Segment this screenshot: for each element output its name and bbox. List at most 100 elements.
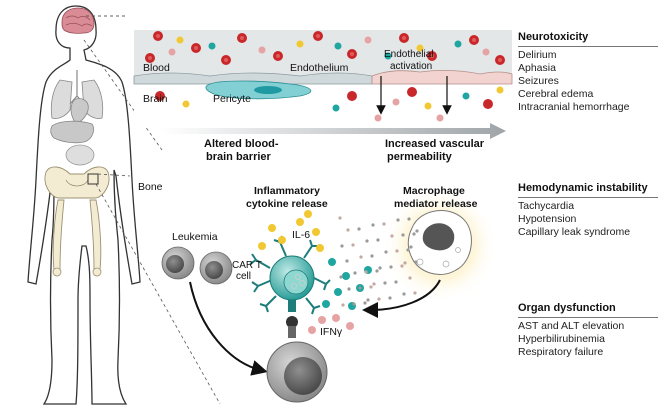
mediator-dot <box>394 280 398 284</box>
mediator-dot <box>383 281 387 285</box>
leaked-particle <box>483 99 493 109</box>
cytokine-particle <box>454 40 462 48</box>
mediator-dot <box>366 298 370 302</box>
red-blood-cell-center <box>472 38 476 42</box>
mediator-dot <box>384 250 388 254</box>
endothelium-layer <box>133 72 373 85</box>
label-macrophage-1: Macrophage <box>403 185 465 197</box>
mediator-dot <box>341 303 345 307</box>
neurotoxicity-item: Delirium <box>518 49 557 61</box>
mediator-dot <box>345 259 349 263</box>
mediator-dot <box>353 271 357 275</box>
mediator-dot <box>414 260 418 264</box>
red-blood-cell-center <box>194 46 198 50</box>
organ-item: Respiratory failure <box>518 346 604 358</box>
mediator-dot <box>363 301 367 305</box>
cytokine-particle <box>364 36 372 44</box>
progression-arrow <box>160 123 506 139</box>
liver-organ <box>50 120 94 144</box>
label-pericyte: Pericyte <box>213 93 251 105</box>
label-altered-bbb-1: Altered blood- <box>204 138 279 150</box>
red-blood-cell-center <box>156 34 160 38</box>
leukemia-cells <box>161 246 233 285</box>
red-blood-cell-center <box>224 58 228 62</box>
mediator-dot <box>400 264 404 268</box>
label-endothelial-activation-1: Endothelial <box>384 49 433 60</box>
cytokine-particle <box>208 42 216 50</box>
macrophage-arrow <box>362 279 441 318</box>
cytokine-particle <box>308 326 316 334</box>
neurotoxicity-item: Intracranial hemorrhage <box>518 101 630 113</box>
label-cart-2: cell <box>236 271 251 282</box>
mediator-dot <box>390 234 394 238</box>
mediator-dot <box>396 218 400 222</box>
mediator-dot <box>351 243 355 247</box>
il6-particle <box>268 224 276 232</box>
mediator-dot <box>382 222 386 226</box>
il6-particle <box>312 228 320 236</box>
leaked-particle <box>155 91 165 101</box>
organ-item: AST and ALT elevation <box>518 320 625 332</box>
mediator-dot <box>370 254 374 258</box>
ifng-particle <box>322 300 330 308</box>
mediator-dot <box>339 275 343 279</box>
red-blood-cell-center <box>240 36 244 40</box>
cytokine-particle <box>258 46 266 54</box>
mediator-dot <box>369 285 373 289</box>
ifng-particle <box>342 272 350 280</box>
neurotoxicity-heading: Neurotoxicity <box>518 31 589 43</box>
hemodynamic-list: Tachycardia Hypotension Capillary leak s… <box>518 200 630 239</box>
red-blood-cell-center <box>402 36 406 40</box>
red-blood-cell-center <box>276 54 280 58</box>
label-endothelial-activation-2: activation <box>390 61 432 72</box>
mediator-dot <box>412 232 416 236</box>
leaked-particle <box>462 92 470 100</box>
mediator-dot <box>413 291 417 295</box>
leukemia-arrow <box>189 281 268 376</box>
label-increased-perm-1: Increased vascular <box>385 138 485 150</box>
mediator-dot <box>376 238 380 242</box>
pelvis-bone <box>44 166 110 199</box>
leaked-particle <box>182 100 190 108</box>
label-altered-bbb-2: brain barrier <box>206 151 272 163</box>
cytokine-particle <box>168 48 176 56</box>
zoom-lines <box>83 15 221 405</box>
mediator-dot <box>377 297 381 301</box>
hemodynamic-item: Hypotension <box>518 213 577 225</box>
car-t-cell <box>249 235 331 338</box>
mediator-dot <box>375 269 379 273</box>
mediator-dot <box>359 255 363 259</box>
label-inflammatory-1: Inflammatory <box>254 185 320 197</box>
cytokine-particle <box>318 316 326 324</box>
mediator-dot <box>358 286 362 290</box>
label-ifng: IFNγ <box>320 326 343 338</box>
leaked-particle <box>436 114 444 122</box>
mediator-dot <box>357 227 361 231</box>
leaked-particle <box>392 98 400 106</box>
leaked-particle <box>374 114 382 122</box>
mediator-dot <box>378 266 382 270</box>
organ-item: Hyperbilirubinemia <box>518 333 605 345</box>
leaked-particle <box>407 87 417 97</box>
mediator-dot <box>388 296 392 300</box>
bone-marrow-scene <box>161 187 498 403</box>
mediator-dot <box>401 233 405 237</box>
leaked-particle <box>424 102 432 110</box>
cytokine-particle <box>334 42 342 50</box>
hemodynamic-item: Tachycardia <box>518 200 575 212</box>
il6-particle <box>296 218 304 226</box>
mediator-dot <box>338 216 342 220</box>
red-blood-cell-center <box>430 54 434 58</box>
ifng-particle <box>334 288 342 296</box>
mediator-dot <box>365 239 369 243</box>
target-tumor-cell <box>266 341 328 403</box>
red-blood-cell-center <box>498 58 502 62</box>
leaked-particle <box>347 91 357 101</box>
blood-vessel-panel <box>133 30 513 139</box>
label-bone: Bone <box>138 181 163 193</box>
red-blood-cell-center <box>148 56 152 60</box>
mediator-dot <box>395 249 399 253</box>
heart-organ <box>70 98 89 125</box>
label-il6: IL-6 <box>292 229 310 241</box>
mediator-dot <box>406 248 410 252</box>
